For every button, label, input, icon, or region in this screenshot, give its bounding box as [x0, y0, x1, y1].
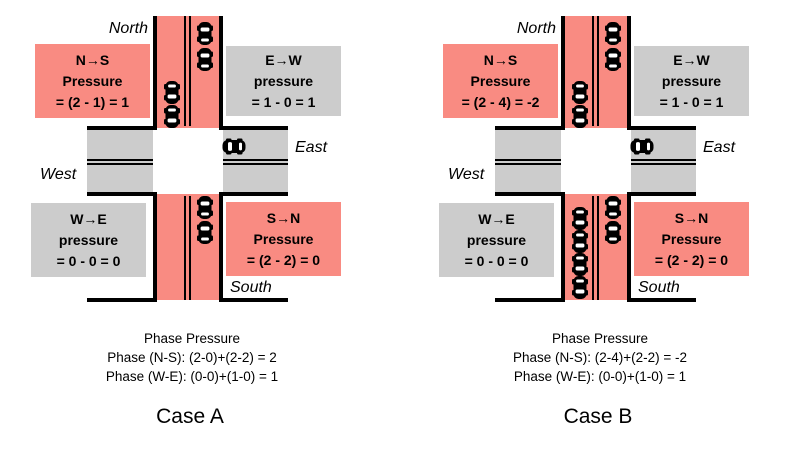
intersection-diagram-case-b: N→S Pressure = (2 - 4) = -2 E→W pressure…: [408, 0, 786, 463]
lane-divider: [597, 196, 599, 300]
road-edge: [219, 298, 288, 302]
sn-pressure-box: S→N Pressure = (2 - 2) = 0: [226, 202, 341, 276]
box-line: Pressure: [253, 230, 314, 247]
box-line: = 0 - 0 = 0: [56, 252, 121, 269]
box-line: = (2 - 4) = -2: [461, 93, 540, 110]
north-label: North: [516, 20, 556, 37]
we-pressure-box: W→E pressure = 0 - 0 = 0: [439, 203, 554, 277]
phase-ns-line: Phase (N-S): (2-4)+(2-2) = -2: [512, 350, 688, 365]
road-edge: [219, 126, 288, 130]
phase-we-line: Phase (W-E): (0-0)+(1-0) = 1: [105, 369, 279, 384]
road-north-segment: [157, 16, 219, 128]
lane-divider: [223, 163, 288, 165]
lane-divider: [184, 196, 186, 300]
road-edge: [153, 16, 157, 128]
road-edge: [87, 192, 157, 196]
ns-pressure-box: N→S Pressure = (2 - 1) = 1: [35, 44, 150, 118]
road-edge: [495, 192, 565, 196]
road-edge: [87, 126, 157, 130]
road-south-segment: [565, 194, 627, 300]
lane-divider: [184, 16, 186, 126]
west-label: West: [40, 166, 77, 183]
sn-pressure-box: S→N Pressure = (2 - 2) = 0: [634, 202, 749, 276]
box-line: Pressure: [62, 72, 123, 89]
west-label: West: [448, 166, 485, 183]
lane-divider: [495, 159, 561, 161]
road-east-segment: [223, 130, 288, 192]
we-pressure-box: W→E pressure = 0 - 0 = 0: [31, 203, 146, 277]
box-line: = 1 - 0 = 1: [251, 93, 316, 110]
phase-pressure-block: Phase Pressure Phase (N-S): (2-4)+(2-2) …: [420, 329, 780, 386]
box-line: Pressure: [470, 72, 531, 89]
box-line: E→W: [265, 51, 302, 68]
ew-pressure-box: E→W pressure = 1 - 0 = 1: [634, 46, 749, 116]
box-line: = (2 - 2) = 0: [246, 251, 321, 268]
road-edge: [153, 194, 157, 302]
south-label: South: [230, 279, 272, 296]
box-line: = (2 - 1) = 1: [55, 93, 130, 110]
road-west-segment: [495, 130, 561, 192]
road-edge: [627, 126, 696, 130]
phase-pressure-block: Phase Pressure Phase (N-S): (2-0)+(2-2) …: [12, 329, 372, 386]
phase-pressure-title: Phase Pressure: [551, 331, 649, 346]
box-line: E→W: [673, 51, 710, 68]
box-line: W→E: [70, 210, 107, 227]
road-edge: [627, 194, 631, 302]
box-line: N→S: [75, 51, 110, 68]
road-south-segment: [157, 194, 219, 300]
lane-divider: [87, 159, 153, 161]
phase-pressure-title: Phase Pressure: [143, 331, 241, 346]
ew-pressure-box: E→W pressure = 1 - 0 = 1: [226, 46, 341, 116]
lane-divider: [223, 159, 288, 161]
road-east-segment: [631, 130, 696, 192]
box-line: = (2 - 2) = 0: [654, 251, 729, 268]
road-edge: [87, 298, 157, 302]
south-label: South: [638, 279, 680, 296]
box-line: pressure: [661, 72, 722, 89]
road-edge: [219, 16, 223, 128]
road-edge: [561, 16, 565, 128]
box-line: pressure: [58, 231, 119, 248]
north-label: North: [108, 20, 148, 37]
road-edge: [219, 192, 288, 196]
road-west-segment: [87, 130, 153, 192]
road-edge: [219, 194, 223, 302]
box-line: N→S: [483, 51, 518, 68]
case-title: Case B: [563, 405, 633, 428]
road-edge: [495, 126, 565, 130]
phase-ns-line: Phase (N-S): (2-0)+(2-2) = 2: [107, 350, 277, 365]
lane-divider: [631, 163, 696, 165]
box-line: Pressure: [661, 230, 722, 247]
lane-divider: [87, 163, 153, 165]
box-line: W→E: [478, 210, 515, 227]
lane-divider: [495, 163, 561, 165]
box-line: pressure: [253, 72, 314, 89]
ns-pressure-box: N→S Pressure = (2 - 4) = -2: [443, 44, 558, 118]
east-label: East: [703, 139, 736, 156]
case-title: Case A: [156, 405, 224, 428]
box-line: S→N: [674, 209, 709, 226]
road-edge: [561, 194, 565, 302]
phase-we-line: Phase (W-E): (0-0)+(1-0) = 1: [513, 369, 687, 384]
lane-divider: [597, 16, 599, 126]
lane-divider: [592, 16, 594, 126]
road-edge: [495, 298, 565, 302]
lane-divider: [189, 196, 191, 300]
road-north-segment: [565, 16, 627, 128]
box-line: S→N: [266, 209, 301, 226]
intersection-diagram-case-a: N→S Pressure = (2 - 1) = 1 E→W pressure …: [12, 16, 372, 428]
road-edge: [627, 16, 631, 128]
lane-divider: [592, 196, 594, 300]
lane-divider: [189, 16, 191, 126]
box-line: = 1 - 0 = 1: [659, 93, 724, 110]
box-line: = 0 - 0 = 0: [464, 252, 529, 269]
box-line: pressure: [466, 231, 527, 248]
east-label: East: [295, 139, 328, 156]
road-edge: [627, 298, 696, 302]
road-edge: [627, 192, 696, 196]
lane-divider: [631, 159, 696, 161]
